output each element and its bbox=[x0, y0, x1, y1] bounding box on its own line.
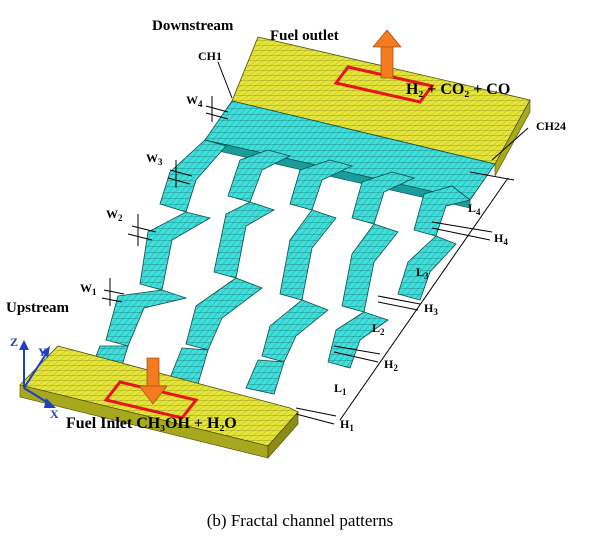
w2-label: W2 bbox=[106, 207, 123, 223]
width-dimensions bbox=[101, 96, 229, 306]
l4-label: L4 bbox=[468, 201, 481, 217]
l3-label: L3 bbox=[416, 265, 429, 281]
w1-label: W1 bbox=[80, 281, 97, 297]
length-dimensions bbox=[295, 171, 515, 425]
axis-x-label: X bbox=[50, 407, 59, 421]
h2-label: H2 bbox=[384, 357, 398, 373]
w3-label: W3 bbox=[146, 151, 163, 167]
outlet-products-label: H₂ + CO₂ + CO bbox=[406, 81, 510, 98]
w4-label: W4 bbox=[186, 93, 203, 109]
l2-label: L2 bbox=[372, 321, 385, 337]
inlet-flow-marker bbox=[103, 357, 199, 420]
ch1-label: CH1 bbox=[198, 49, 222, 63]
l1-label: L1 bbox=[334, 381, 347, 397]
axis-z-label: Z bbox=[10, 335, 18, 349]
outlet-manifold bbox=[231, 36, 531, 177]
ch24-label: CH24 bbox=[536, 119, 566, 133]
fuel-inlet-label: Fuel Inlet CH₃OH + H₂O bbox=[66, 415, 237, 432]
axis-y-label: Y bbox=[38, 345, 47, 359]
h4-label: H4 bbox=[494, 231, 508, 247]
axis-triad bbox=[19, 340, 56, 408]
figure-caption: (b) Fractal channel patterns bbox=[207, 511, 393, 530]
h3-label: H3 bbox=[424, 301, 438, 317]
outlet-flow-marker bbox=[333, 29, 435, 104]
leader-lines bbox=[217, 61, 529, 161]
fuel-outlet-label: Fuel outlet bbox=[270, 28, 339, 44]
downstream-label: Downstream bbox=[152, 18, 234, 34]
h1-label: H1 bbox=[340, 417, 354, 433]
upstream-label: Upstream bbox=[6, 300, 70, 316]
fractal-branches bbox=[91, 139, 471, 395]
